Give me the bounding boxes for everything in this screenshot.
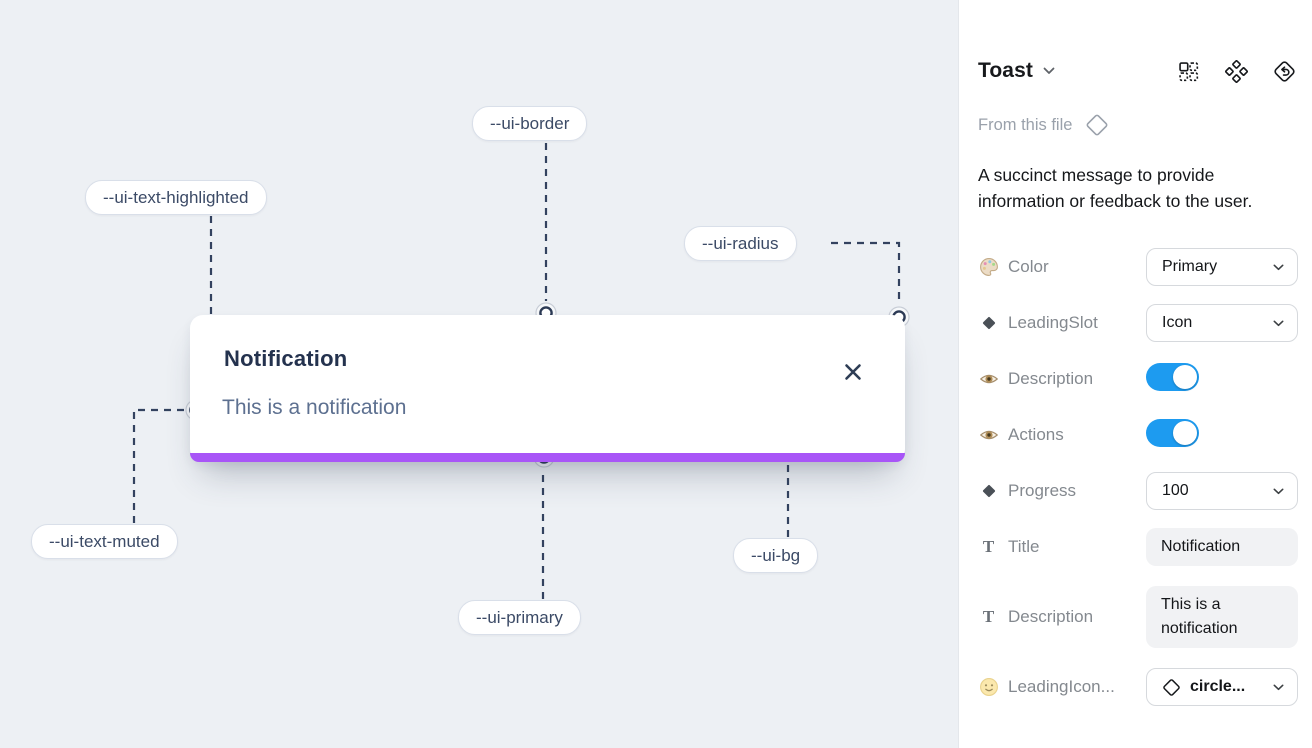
var-label-text-highlighted[interactable]: --ui-text-highlighted <box>85 180 267 215</box>
var-label-border[interactable]: --ui-border <box>472 106 588 141</box>
inspector-header: Toast <box>978 56 1296 86</box>
toast-description: This is a notification <box>222 396 407 419</box>
variants-grid-icon[interactable] <box>1177 60 1200 83</box>
property-row-color: Color Primary <box>978 248 1298 286</box>
title-field[interactable]: Notification <box>1146 528 1298 566</box>
property-row-description-text: Description This is a notification <box>978 584 1298 650</box>
connector-line-radius <box>831 241 901 304</box>
property-row-title: Title Notification <box>978 528 1298 566</box>
property-label: Actions <box>1008 425 1064 444</box>
chevron-down-icon <box>1273 684 1284 691</box>
palette-icon <box>978 257 999 277</box>
select-value: Primary <box>1162 258 1218 275</box>
connector-line-text-muted <box>132 408 184 523</box>
text-icon <box>978 607 999 627</box>
var-label-text-muted[interactable]: --ui-text-muted <box>31 524 178 559</box>
toast-progress-bar <box>190 453 905 462</box>
select-value: circle... <box>1190 678 1246 695</box>
property-row-progress: Progress 100 <box>978 472 1298 510</box>
actions-toggle[interactable] <box>1146 418 1199 447</box>
source-row: From this file <box>978 113 1109 137</box>
property-row-leadingslot: LeadingSlot Icon <box>978 304 1298 342</box>
property-row-leadingicon: LeadingIcon... circle... <box>978 668 1298 706</box>
diamond-outline-icon <box>1085 113 1109 137</box>
chevron-down-icon[interactable] <box>1043 67 1055 75</box>
toast-title: Notification <box>224 346 348 371</box>
close-icon[interactable] <box>843 362 863 382</box>
inspector-panel: Toast <box>958 0 1312 748</box>
chevron-down-icon <box>1273 264 1284 271</box>
component-icon[interactable] <box>1225 59 1248 83</box>
property-label: LeadingIcon... <box>1008 677 1115 696</box>
eye-icon <box>978 425 999 445</box>
property-row-actions-toggle: Actions <box>978 416 1298 454</box>
component-description: A succinct message to provide informatio… <box>978 165 1253 211</box>
diamond-icon <box>978 316 999 330</box>
description-toggle[interactable] <box>1146 362 1199 391</box>
leadingslot-select[interactable]: Icon <box>1146 304 1298 342</box>
select-value: 100 <box>1162 482 1189 499</box>
description-field[interactable]: This is a notification <box>1146 586 1298 648</box>
property-label: LeadingSlot <box>1008 313 1098 332</box>
text-icon <box>978 537 999 557</box>
chevron-down-icon <box>1273 320 1284 327</box>
eye-icon <box>978 369 999 389</box>
property-label: Description <box>1008 607 1094 626</box>
color-select[interactable]: Primary <box>1146 248 1298 286</box>
smiley-icon <box>978 677 999 697</box>
property-label: Title <box>1008 537 1040 556</box>
var-label-primary[interactable]: --ui-primary <box>458 600 581 635</box>
property-list: Color Primary LeadingSlot <box>978 248 1298 724</box>
leadingicon-instance-select[interactable]: circle... <box>1146 668 1298 706</box>
source-label: From this file <box>978 115 1073 134</box>
return-to-instance-icon[interactable] <box>1273 60 1296 83</box>
diamond-icon <box>978 484 999 498</box>
property-label: Color <box>1008 257 1049 276</box>
progress-select[interactable]: 100 <box>1146 472 1298 510</box>
property-row-description-toggle: Description <box>978 360 1298 398</box>
var-label-radius[interactable]: --ui-radius <box>684 226 797 261</box>
select-value: Icon <box>1162 314 1193 331</box>
component-name: Toast <box>978 59 1033 82</box>
var-label-bg[interactable]: --ui-bg <box>733 538 819 573</box>
property-label: Description <box>1008 369 1094 388</box>
instance-diamond-icon <box>1162 678 1181 697</box>
design-canvas[interactable]: Notification This is a notification --ui… <box>0 0 958 748</box>
property-label: Progress <box>1008 481 1077 500</box>
chevron-down-icon <box>1273 488 1284 495</box>
toast-component-preview[interactable]: Notification This is a notification <box>190 315 905 462</box>
